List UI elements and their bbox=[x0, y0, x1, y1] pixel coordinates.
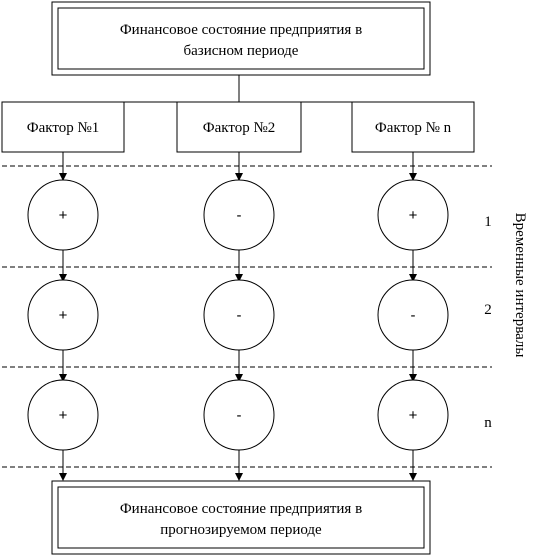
factor-box-2: Фактор №2 bbox=[176, 101, 302, 153]
sign-value: + bbox=[409, 207, 418, 224]
sign-value: - bbox=[237, 207, 242, 224]
sign-value: + bbox=[59, 307, 68, 324]
interval-separators bbox=[2, 165, 492, 468]
sign-value: - bbox=[411, 307, 416, 324]
sign-value: + bbox=[409, 407, 418, 424]
bottom-state-line1: Финансовое состояние предприятия в bbox=[120, 501, 362, 517]
sign-circle: - bbox=[203, 379, 275, 451]
interval-label-1: 1 bbox=[484, 214, 492, 230]
interval-label-2: 2 bbox=[484, 302, 492, 318]
top-connector bbox=[63, 75, 413, 103]
sign-value: - bbox=[237, 407, 242, 424]
interval-label-n: n bbox=[484, 415, 492, 431]
bottom-state-line2: прогнозируемом периоде bbox=[160, 522, 322, 538]
factor-label-n: Фактор № n bbox=[375, 120, 452, 136]
sign-circle: - bbox=[377, 279, 449, 351]
sign-value: + bbox=[59, 207, 68, 224]
factor-label-2: Фактор №2 bbox=[203, 120, 276, 136]
sign-circle: + bbox=[377, 179, 449, 251]
sign-value: + bbox=[59, 407, 68, 424]
top-state-line2: базисном периоде bbox=[184, 43, 299, 59]
top-state-line1: Финансовое состояние предприятия в bbox=[120, 22, 362, 38]
sign-circle: + bbox=[27, 279, 99, 351]
factor-box-n: Фактор № n bbox=[351, 101, 475, 153]
factor-box-1: Фактор №1 bbox=[1, 101, 125, 153]
factor-label-1: Фактор №1 bbox=[27, 120, 100, 136]
flow-arrows bbox=[59, 152, 417, 481]
sign-circle: - bbox=[203, 179, 275, 251]
sign-circle: - bbox=[203, 279, 275, 351]
sign-circle: + bbox=[377, 379, 449, 451]
bottom-state-box: Финансовое состояние предприятия в прогн… bbox=[51, 480, 431, 555]
intervals-axis-label: Временные интервалы bbox=[512, 213, 528, 358]
sign-circle: + bbox=[27, 379, 99, 451]
sign-value: - bbox=[237, 307, 242, 324]
top-state-box: Финансовое состояние предприятия в базис… bbox=[51, 1, 431, 76]
sign-circle: + bbox=[27, 179, 99, 251]
